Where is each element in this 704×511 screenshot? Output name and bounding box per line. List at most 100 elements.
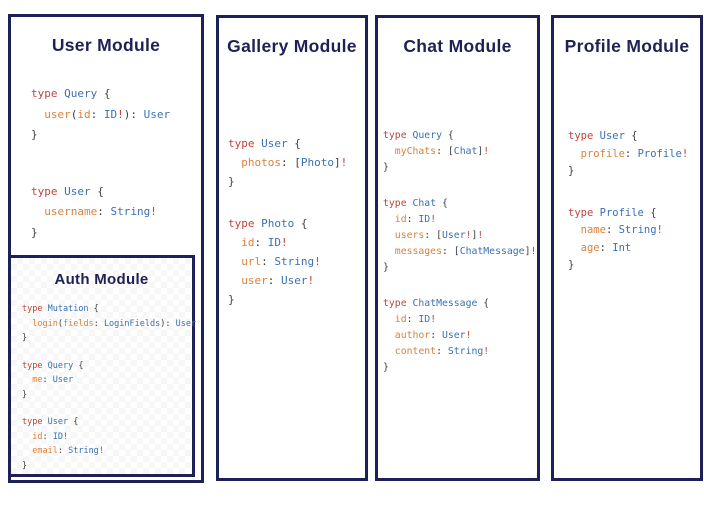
code-line: } [22, 331, 196, 346]
code-token: username [44, 205, 98, 218]
module-chat: Chat Module type Query { myChats: [Chat]… [375, 15, 540, 481]
code-token: type [31, 87, 58, 100]
code-token [383, 314, 395, 325]
code-token: : [430, 330, 442, 341]
code-token: type [568, 206, 594, 219]
code-line: type User { [31, 182, 170, 203]
code-token [383, 214, 395, 225]
module-title-chat: Chat Module [403, 36, 512, 56]
code-token: { [477, 298, 490, 309]
code-token: ChatMessage [412, 298, 478, 309]
code-line: type ChatMessage { [383, 296, 536, 312]
code-token: ! [340, 156, 348, 169]
code-token: { [436, 198, 448, 209]
code-line: type Mutation { [22, 302, 196, 317]
code-token: ID [52, 431, 63, 442]
code-token [568, 224, 581, 236]
code-line: type User { [568, 128, 688, 146]
code-token: LoginFields [103, 318, 161, 329]
code-line: age: Int [568, 240, 688, 258]
code-token: ! [465, 330, 472, 341]
code-token [228, 274, 241, 287]
code-token: : [90, 107, 104, 121]
code-token: ] [524, 246, 531, 257]
code-token [228, 236, 241, 249]
code-token: ! [63, 431, 69, 442]
code-token: profile [580, 147, 625, 160]
code-token: myChats [394, 146, 437, 157]
code-token: Query [64, 87, 98, 100]
code-token: : [ [281, 156, 301, 169]
code-token: ! [314, 255, 321, 268]
code-token [383, 146, 395, 157]
code-line: } [228, 172, 347, 191]
code-line: } [383, 360, 536, 376]
code-token: ! [483, 146, 490, 157]
code-token: Mutation [47, 304, 89, 314]
code-token: ! [307, 274, 315, 287]
code-line: username: String! [31, 202, 170, 223]
code-token: } [568, 259, 575, 271]
code-token: ): [160, 318, 176, 329]
code-line: user(id: ID!): User [31, 105, 170, 126]
code-token: User [442, 230, 466, 241]
code-token: : [599, 241, 613, 254]
code-token: ): [123, 107, 144, 121]
code-token: } [383, 162, 389, 173]
code-token: type [383, 130, 407, 141]
code-token: ! [98, 446, 104, 456]
code-block: type Chat { id: ID! users: [User!]! mess… [383, 196, 536, 276]
code-token [383, 330, 395, 341]
code-token: : [42, 431, 53, 442]
code-block: type ChatMessage { id: ID! author: User!… [383, 296, 536, 376]
code-token: type [22, 417, 43, 427]
code-token [383, 246, 395, 257]
code-line: login(fields: LoginFields): User [22, 317, 196, 332]
code-line: myChats: [Chat]! [383, 144, 536, 160]
code-token: id [77, 107, 91, 121]
code-token: } [568, 165, 575, 177]
code-token: : [624, 147, 638, 160]
code-line: messages: [ChatMessage]! [383, 244, 537, 260]
code-token: type [383, 298, 407, 309]
code-token: User [52, 375, 74, 385]
code-token: ID [418, 314, 431, 325]
code-token: user [44, 107, 71, 121]
code-token: : [97, 205, 111, 218]
code-token: ! [656, 224, 663, 236]
code-token: Chat [453, 146, 478, 157]
code-line: photos: [Photo]! [228, 153, 347, 172]
code-block: type Photo { id: ID! url: String! user: … [228, 214, 347, 309]
code-token: } [383, 362, 389, 373]
code-line: id: ID! [383, 312, 536, 328]
code-token [31, 108, 44, 121]
code-token: ] [477, 146, 484, 157]
code-token: fields [62, 318, 94, 329]
code-token: type [22, 304, 43, 314]
code-token: ] [471, 230, 478, 241]
code-token: user [241, 274, 268, 287]
code-token: { [294, 217, 308, 230]
code-token: ! [430, 314, 437, 325]
code-line: type Query { [22, 359, 196, 374]
code-token: String [274, 255, 315, 268]
code-line: type Chat { [383, 196, 536, 212]
code-token: User [599, 130, 625, 142]
code-token: ! [430, 214, 437, 225]
code-token: } [383, 262, 389, 273]
code-area-gallery: type User { photos: [Photo]!}type Photo … [228, 134, 347, 309]
code-token: ! [117, 107, 124, 121]
code-token: User [47, 417, 69, 427]
code-token: users [394, 230, 425, 241]
code-line: } [22, 459, 196, 474]
code-token: Photo [261, 217, 295, 230]
code-token: { [97, 87, 111, 100]
code-token: { [88, 304, 99, 314]
code-token: { [624, 130, 638, 142]
code-block: type Query { myChats: [Chat]!} [383, 128, 536, 176]
code-line: } [383, 260, 536, 276]
code-area-user: type Query { user(id: ID!): User}type Us… [31, 84, 170, 243]
code-token: String [110, 205, 151, 218]
code-block: type Query { me: User} [22, 359, 196, 403]
code-token: { [68, 417, 79, 427]
